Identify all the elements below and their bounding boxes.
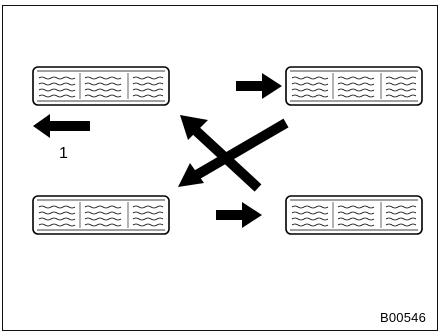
- figure-frame: [2, 5, 438, 331]
- figure-code: B00546: [380, 310, 427, 325]
- cross-arrowhead-lower-left-icon: [178, 163, 204, 187]
- callout-number: 1: [59, 145, 68, 162]
- cross-line-diagonal-2: [192, 118, 289, 181]
- right-arrow-top-icon: [236, 73, 282, 99]
- rear-right-tire: [285, 195, 423, 235]
- right-arrow-bottom-icon: [216, 202, 262, 228]
- front-left-tire: [32, 66, 170, 106]
- front-direction-arrow-icon: [33, 114, 90, 138]
- rear-left-tire: [32, 195, 170, 235]
- front-right-tire: [285, 66, 423, 106]
- cross-arrowhead-upper-left-icon: [180, 115, 208, 140]
